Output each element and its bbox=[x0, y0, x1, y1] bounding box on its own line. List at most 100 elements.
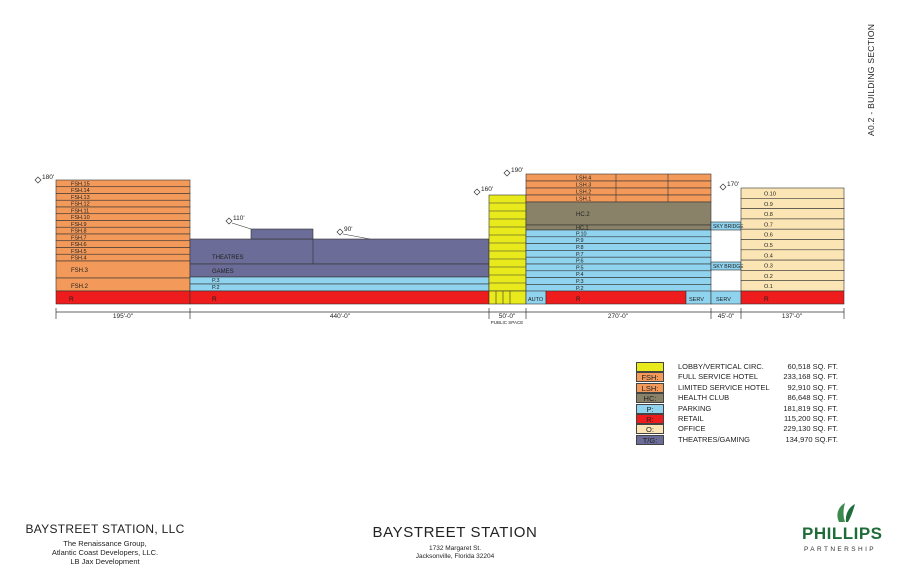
floor-label: O.3 bbox=[764, 264, 773, 270]
floor-label: FSH.11 bbox=[71, 208, 89, 214]
parking-label: P.9 bbox=[576, 238, 584, 244]
legend-swatch: O: bbox=[636, 424, 664, 435]
developer-line: The Renaissance Group, bbox=[63, 539, 147, 548]
legend-area: 134,970 SQ.FT. bbox=[785, 434, 838, 444]
floor-label: O.9 bbox=[764, 202, 773, 208]
parking-level bbox=[525, 250, 712, 258]
theatre-label: THEATRES bbox=[212, 255, 244, 261]
leaf-icon bbox=[837, 503, 855, 522]
elevation-marker-icon bbox=[503, 169, 511, 177]
floor-label: O.8 bbox=[764, 212, 773, 218]
elevation-marker-icon bbox=[473, 188, 481, 196]
retail-base bbox=[740, 290, 845, 305]
public-space-label: PUBLIC SPACE bbox=[491, 320, 523, 325]
theatre-fly-tower bbox=[250, 228, 314, 240]
floor-label: FSH.13 bbox=[71, 195, 90, 201]
parking-label: P.5 bbox=[576, 265, 584, 271]
legend-swatch bbox=[636, 362, 664, 372]
office-floor bbox=[740, 208, 845, 220]
games-label: GAMES bbox=[212, 269, 234, 275]
retail-label: R bbox=[764, 296, 769, 303]
parking-label: P.10 bbox=[576, 231, 587, 237]
legend-swatch: FSH: bbox=[636, 372, 664, 383]
legend-name: RETAIL bbox=[678, 414, 704, 423]
parking-level bbox=[525, 256, 712, 265]
elevation-label: 190' bbox=[511, 167, 523, 174]
floor-label: FSH.15 bbox=[71, 181, 90, 187]
floor-label: FSH.10 bbox=[71, 215, 90, 221]
office-floor bbox=[740, 249, 845, 261]
health-club-lower bbox=[525, 224, 712, 231]
legend-swatch: R: bbox=[636, 414, 664, 424]
dimension-label: 270'-0" bbox=[608, 313, 629, 320]
elevation-label: 110' bbox=[233, 215, 245, 222]
legend-swatch: HC: bbox=[636, 393, 664, 404]
legend-name: THEATRES/GAMING bbox=[678, 434, 750, 444]
legend-area: 92,910 SQ. FT. bbox=[787, 382, 838, 392]
legend-row: T/G: THEATRES/GAMING 134,970 SQ.FT. bbox=[636, 434, 846, 445]
office-floor bbox=[740, 198, 845, 209]
lsh-floor bbox=[525, 187, 712, 196]
lobby-ground bbox=[488, 290, 527, 305]
floor-label: LSH.2 bbox=[576, 190, 591, 196]
floor-label: FSH.2 bbox=[71, 284, 89, 290]
floor-label: FSH.14 bbox=[71, 188, 90, 194]
floor-label: LSH.3 bbox=[576, 183, 591, 189]
floor-label: FSH.6 bbox=[71, 242, 87, 248]
lsh-floor bbox=[525, 173, 712, 182]
parking-level bbox=[525, 270, 712, 278]
logo-subtitle: PARTNERSHIP bbox=[804, 546, 877, 553]
developer-name: BAYSTREET STATION, LLC bbox=[25, 522, 185, 536]
dimension-label: 50'-0" bbox=[499, 313, 516, 320]
floor-label: O.6 bbox=[764, 233, 773, 239]
parking-label: P.3 bbox=[212, 278, 220, 284]
office-floor bbox=[740, 228, 845, 240]
parking-level bbox=[189, 283, 490, 292]
phillips-logo: PHILLIPS PARTNERSHIP bbox=[798, 502, 894, 562]
elevation-label: 170' bbox=[727, 181, 739, 188]
parking-label: P.3 bbox=[576, 279, 584, 285]
sky-bridge-label: SKY BRIDGE bbox=[713, 224, 744, 230]
legend-area: 86,648 SQ. FT. bbox=[787, 393, 838, 403]
retail-base bbox=[55, 290, 191, 305]
floor-label: O.5 bbox=[764, 243, 773, 249]
legend-area: 233,168 SQ. FT. bbox=[783, 372, 838, 382]
parking-label: P.2 bbox=[576, 286, 584, 292]
office-floor bbox=[740, 218, 845, 230]
legend-name: PARKING bbox=[678, 403, 712, 413]
office-floor bbox=[740, 280, 845, 292]
developer-line: LB Jax Development bbox=[70, 557, 140, 566]
floor-label: FSH.4 bbox=[71, 256, 87, 262]
floor-label: LSH.1 bbox=[576, 197, 591, 203]
legend-area: 115,200 SQ. FT. bbox=[783, 414, 838, 423]
office-floor bbox=[740, 270, 845, 281]
office-floor bbox=[740, 239, 845, 251]
floor-label: O.10 bbox=[764, 192, 776, 198]
floor-label: O.4 bbox=[764, 253, 773, 259]
legend-row: R: RETAIL 115,200 SQ. FT. bbox=[636, 414, 846, 424]
elevation-label: 90' bbox=[344, 226, 352, 233]
parking-label: P.8 bbox=[576, 245, 584, 251]
floor-label: FSH.7 bbox=[71, 235, 87, 241]
floor-label: O.2 bbox=[764, 274, 773, 280]
parking-label: P.6 bbox=[576, 259, 584, 265]
legend-swatch: T/G: bbox=[636, 434, 664, 445]
project-address-city: Jacksonville, Florida 32204 bbox=[415, 553, 495, 560]
parking-level bbox=[189, 276, 490, 285]
elevation-marker-icon bbox=[225, 217, 233, 225]
dimension-label: 137'-0" bbox=[782, 313, 803, 320]
elevation-marker-icon bbox=[336, 228, 344, 236]
health-club-upper bbox=[525, 201, 712, 226]
elevation-leader bbox=[342, 233, 371, 240]
parking-level bbox=[525, 243, 712, 251]
floor-label: FSH.5 bbox=[71, 249, 87, 255]
hc-label: HC.1 bbox=[576, 226, 589, 232]
parking-level bbox=[525, 229, 712, 238]
parking-level bbox=[525, 277, 712, 285]
office-floor bbox=[740, 259, 845, 271]
floor-label: LSH.4 bbox=[576, 176, 591, 182]
